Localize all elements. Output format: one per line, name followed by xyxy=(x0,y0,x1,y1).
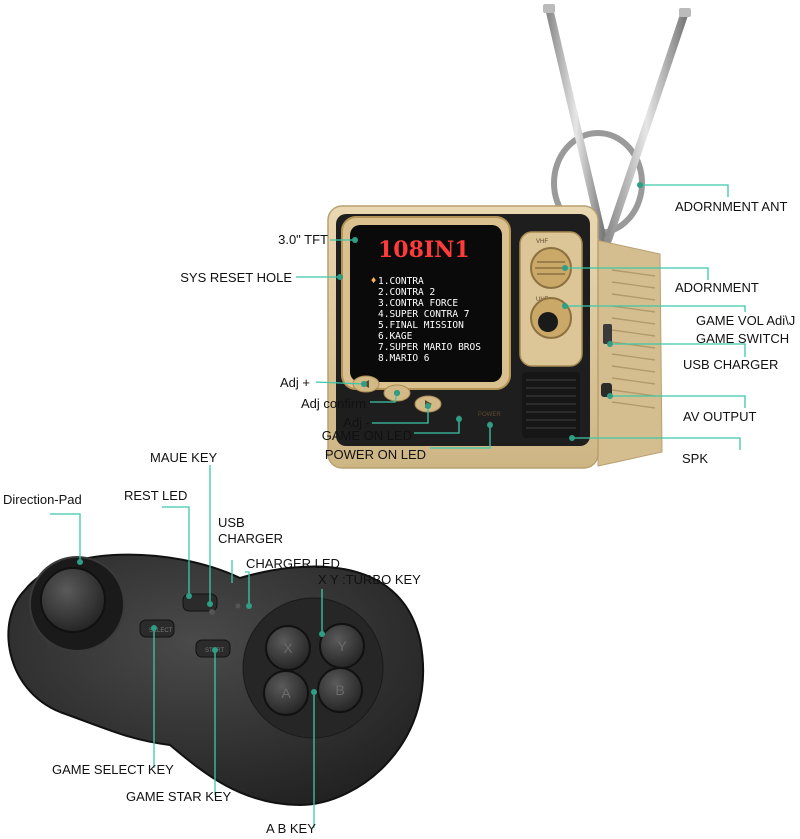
label-spk: SPK xyxy=(682,451,709,466)
game-list-item[interactable]: 4.SUPER CONTRA 7 xyxy=(378,309,470,320)
leader-power-on-led xyxy=(430,425,491,449)
a-key[interactable] xyxy=(263,670,309,716)
leader-game-vol xyxy=(565,305,746,312)
game-list-item[interactable]: 2.CONTRA 2 xyxy=(378,287,435,298)
power-mark: POWER xyxy=(478,412,501,418)
leader-adj-minus xyxy=(372,406,429,424)
tv-side-panel xyxy=(595,239,663,467)
game-list-item[interactable]: 7.SUPER MARIO BROS xyxy=(378,342,481,353)
vhf-mark: VHF xyxy=(536,239,548,245)
menu-cursor: ♦ xyxy=(370,276,377,285)
label-av-output: AV OUTPUT xyxy=(683,409,757,424)
direction-pad[interactable] xyxy=(40,567,106,633)
label-adornment: ADORNMENT xyxy=(675,280,759,295)
antenna-left xyxy=(545,4,607,244)
leader-adj-confirm xyxy=(370,392,398,403)
label-ab-key: A B KEY xyxy=(266,821,316,836)
b-key[interactable] xyxy=(317,667,363,713)
rest-led xyxy=(209,609,215,615)
label-usb-charger-tv: USB CHARGER xyxy=(683,357,779,372)
y-key-label: Y xyxy=(337,638,347,654)
antenna-tip-right xyxy=(679,8,691,17)
maue-key[interactable] xyxy=(182,593,218,612)
label-direction-pad: Direction-Pad xyxy=(3,492,82,507)
antenna-right xyxy=(604,8,689,244)
game-list-item[interactable]: 3.CONTRA FORCE xyxy=(378,298,458,309)
leader-direction-pad xyxy=(50,513,81,562)
label-tft: 3.0" TFT xyxy=(278,232,328,247)
volume-knob[interactable] xyxy=(538,312,558,332)
tft-screen xyxy=(350,225,502,382)
label-rest-led: REST LED xyxy=(124,488,188,503)
speaker-grille xyxy=(522,372,580,438)
side-vents xyxy=(611,269,656,409)
x-key[interactable] xyxy=(265,625,311,671)
leader-charger-led xyxy=(245,571,250,606)
leader-adj-plus xyxy=(315,381,365,385)
leader-spk xyxy=(572,437,741,450)
b-key-label: B xyxy=(335,682,344,698)
a-key-label: A xyxy=(281,685,291,701)
game-list-item[interactable]: 6.KAGE xyxy=(378,331,413,342)
label-charger-led: CHARGER LED xyxy=(246,556,340,571)
label-usb-charger-pad-1: USB xyxy=(218,515,245,530)
leader-adornment-ant xyxy=(640,184,729,197)
leader-usb-charger xyxy=(610,343,746,357)
leader-av-output xyxy=(610,395,746,408)
leader-dots xyxy=(77,182,643,695)
game-list-item[interactable]: 1.CONTRA xyxy=(378,276,424,287)
game-select-key[interactable] xyxy=(139,619,175,638)
gamepad-controller: SELECT START X Y A B xyxy=(7,553,425,807)
label-usb-charger-pad-2: CHARGER xyxy=(218,531,284,546)
label-maue-key: MAUE KEY xyxy=(150,450,218,465)
face-button-well xyxy=(242,597,384,739)
label-adj-plus: Adj + xyxy=(280,375,310,390)
leader-lines xyxy=(50,184,746,828)
label-xy-turbo-key: X Y :TURBO KEY xyxy=(318,572,421,587)
leader-game-on-led xyxy=(414,419,460,434)
select-mark: SELECT xyxy=(149,628,173,634)
x-key-label: X xyxy=(283,640,293,656)
game-list-item[interactable]: 8.MARIO 6 xyxy=(378,353,430,364)
label-sys-reset-hole: SYS RESET HOLE xyxy=(180,270,292,285)
screen-title: 108IN1 xyxy=(378,237,470,263)
label-game-on-led: GAME ON LED xyxy=(321,428,412,443)
game-list-item[interactable]: 5.FINAL MISSION xyxy=(378,320,464,331)
label-game-switch: GAME SWITCH xyxy=(696,331,790,346)
charger-led xyxy=(235,603,241,609)
label-adj-confirm: Adj confirm xyxy=(300,396,366,411)
leader-rest-led xyxy=(162,506,190,596)
label-power-on-led: POWER ON LED xyxy=(324,447,426,462)
antenna-assembly xyxy=(543,4,691,244)
dial-ridges xyxy=(535,261,567,275)
label-adj-minus: Adj - xyxy=(343,415,370,430)
label-game-select-key: GAME SELECT KEY xyxy=(52,762,174,777)
leader-adornment xyxy=(565,267,709,280)
label-game-star-key: GAME STAR KEY xyxy=(126,789,232,804)
label-adornment-ant: ADORNMENT ANT xyxy=(675,199,788,214)
usb-port-tv xyxy=(603,324,612,344)
label-game-vol: GAME VOL Adi\J xyxy=(696,313,796,328)
antenna-tip-left xyxy=(543,4,555,13)
